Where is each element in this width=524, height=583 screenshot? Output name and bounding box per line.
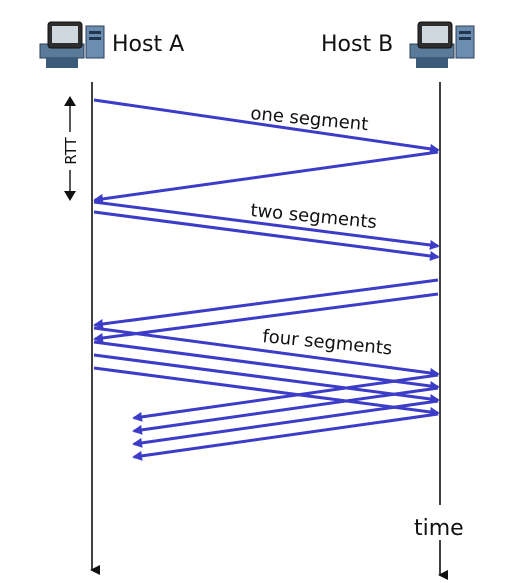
- segment-arrow-round2-1: [93, 200, 440, 250]
- ack-arrow-round3-2: [132, 386, 439, 435]
- ack-arrow-round2-2: [93, 292, 439, 343]
- rtt-indicator: RTT: [60, 96, 80, 201]
- ack-arrow-round3-3: [132, 399, 439, 448]
- time-label: time: [414, 516, 464, 541]
- segment-arrow-round3-4: [93, 366, 440, 417]
- two-segments-label: two segments: [250, 200, 378, 233]
- ack-arrow-round2-1: [93, 278, 439, 329]
- rtt-arrow-down-icon: [64, 191, 76, 201]
- rtt-label: RTT: [62, 136, 80, 164]
- ack-arrow-round3-4: [132, 412, 439, 461]
- host-a-computer-icon: [39, 21, 105, 68]
- segment-arrow-round3-1: [93, 326, 440, 378]
- ack-arrow-round1-1: [93, 150, 439, 204]
- host-a-label: Host A: [112, 32, 184, 57]
- host-b-label: Host B: [321, 32, 393, 57]
- segment-arrow-round3-3: [93, 353, 440, 404]
- rtt-arrow-up-icon: [64, 96, 76, 106]
- segment-arrow-round1-1: [93, 98, 440, 154]
- segment-arrow-round3-2: [93, 340, 440, 391]
- segment-arrow-round2-2: [93, 210, 440, 261]
- host-b-computer-icon: [409, 21, 475, 68]
- ack-arrow-round3-1: [132, 373, 439, 422]
